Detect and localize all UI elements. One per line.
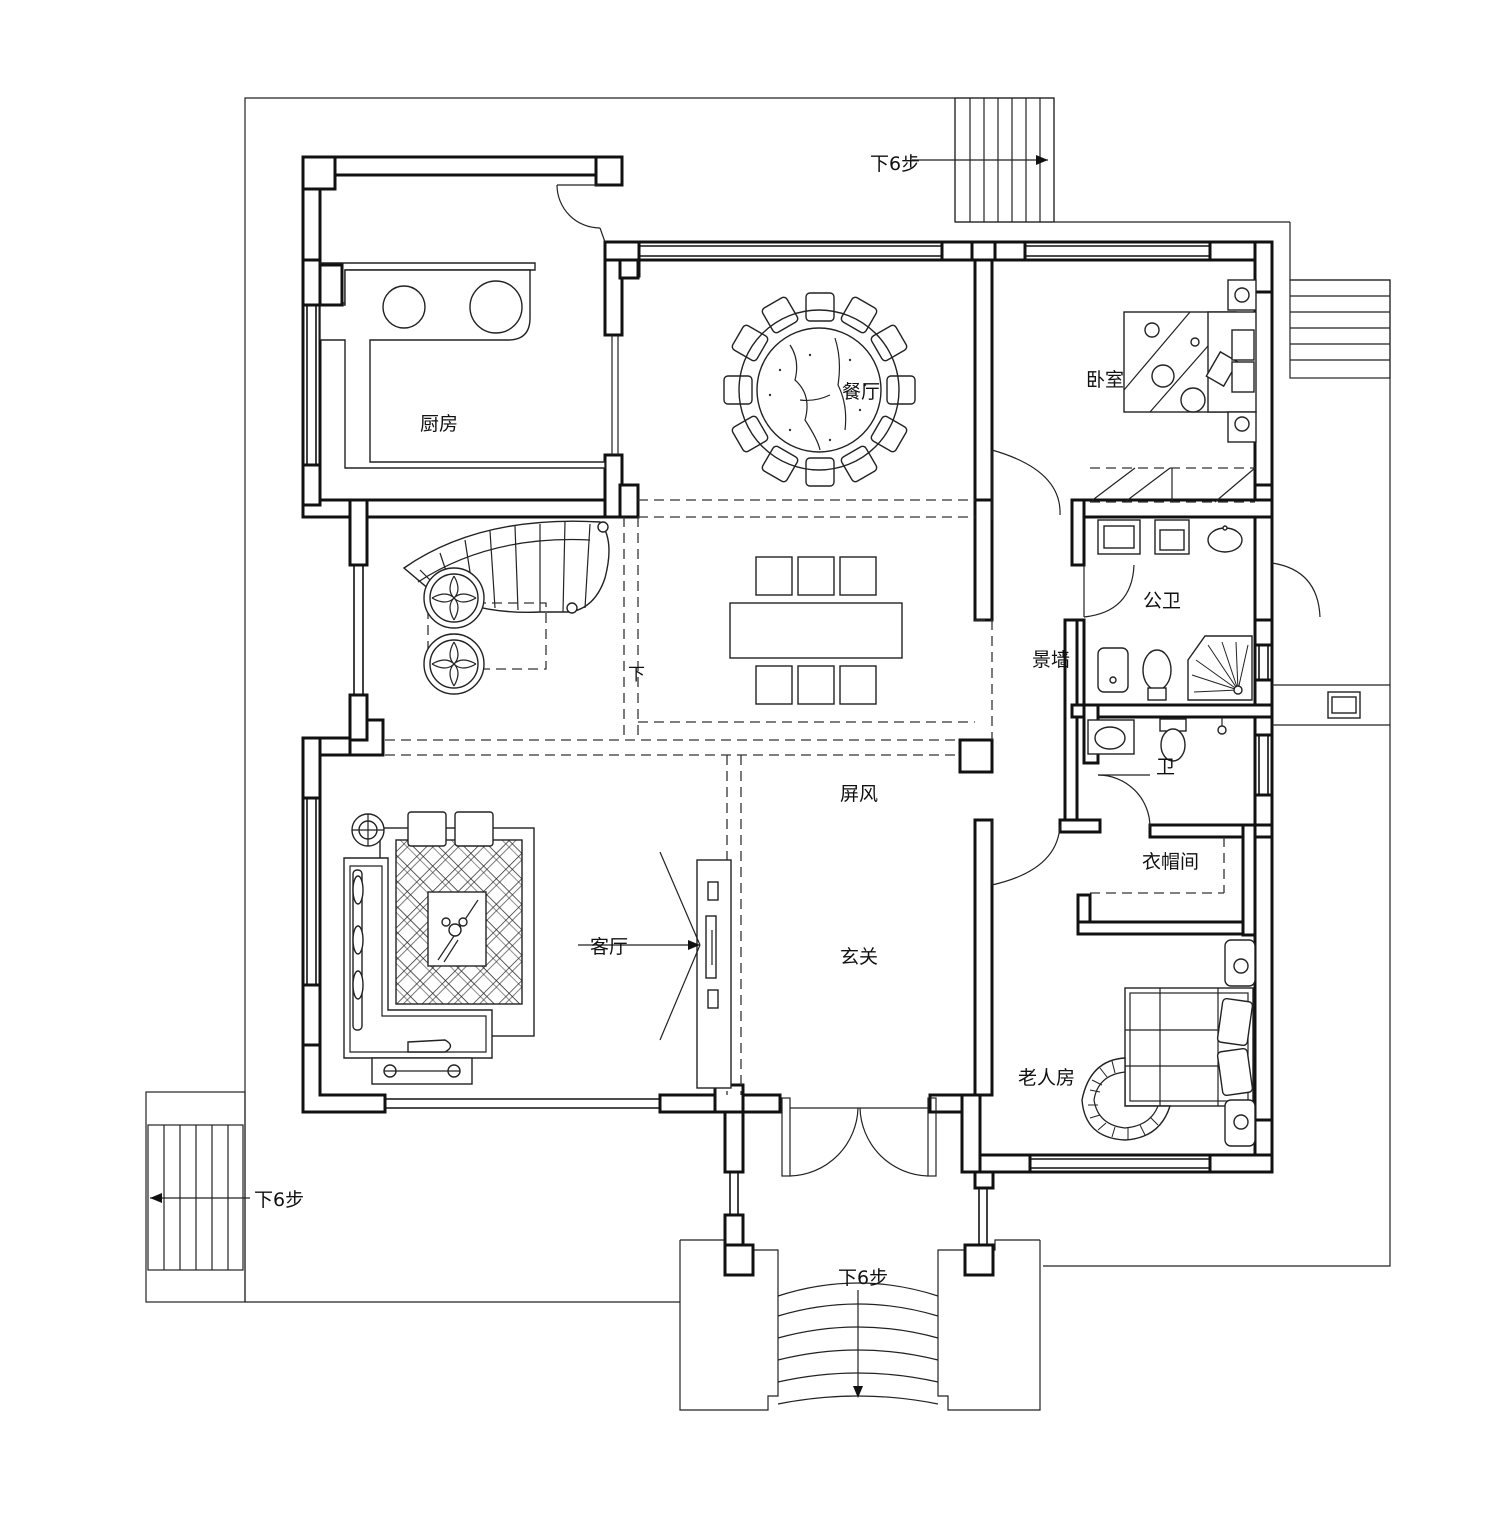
outdoor-unit [1272, 684, 1390, 726]
label-feature-wall: 景墙 [1032, 649, 1070, 671]
bath-fixtures [1087, 718, 1227, 762]
label-bedroom: 卧室 [1086, 369, 1124, 391]
dining-round-table [723, 292, 916, 487]
label-elder-room: 老人房 [1018, 1067, 1075, 1089]
label-down-stairs: 下 [628, 665, 645, 685]
label-living: 客厅 [590, 936, 628, 958]
bath-door[interactable] [1097, 774, 1151, 828]
feature-wall-door[interactable] [991, 820, 1061, 886]
label-screen: 屏风 [840, 783, 878, 805]
kitchen-door[interactable] [556, 184, 606, 243]
elder-room-bed [1081, 939, 1256, 1147]
stair-right [1289, 279, 1391, 379]
kitchen-counter [318, 262, 619, 469]
public-bath-door[interactable] [1083, 562, 1321, 618]
label-public-bath: 公卫 [1143, 590, 1181, 612]
public-bath-fixtures [1097, 519, 1253, 701]
entry-double-door[interactable] [781, 1097, 937, 1177]
spiral-stair [402, 520, 610, 695]
bedroom-bed [1089, 279, 1257, 503]
interior-walls [603, 258, 1274, 1097]
dining-long-table [729, 556, 903, 705]
label-kitchen: 厨房 [420, 413, 458, 435]
stair-left [145, 1091, 250, 1303]
stair-top [912, 97, 1055, 223]
label-steps-top: 下6步 [870, 153, 920, 175]
label-dining: 餐厅 [842, 381, 880, 403]
tv-cabinet [578, 851, 732, 1089]
label-closet: 衣帽间 [1142, 851, 1199, 873]
windows [306, 245, 1269, 1245]
label-bath: 卫 [1156, 756, 1175, 778]
label-foyer: 玄关 [840, 946, 878, 968]
label-steps-bottom: 下6步 [838, 1267, 888, 1289]
living-sofa-set [343, 811, 535, 1085]
bedroom-door[interactable] [991, 449, 1061, 520]
label-steps-left: 下6步 [254, 1189, 304, 1211]
room-labels: 厨房 餐厅 卧室 公卫 景墙 卫 衣帽间 屏风 客厅 玄关 老人房 下 下6步 … [254, 153, 1199, 1289]
